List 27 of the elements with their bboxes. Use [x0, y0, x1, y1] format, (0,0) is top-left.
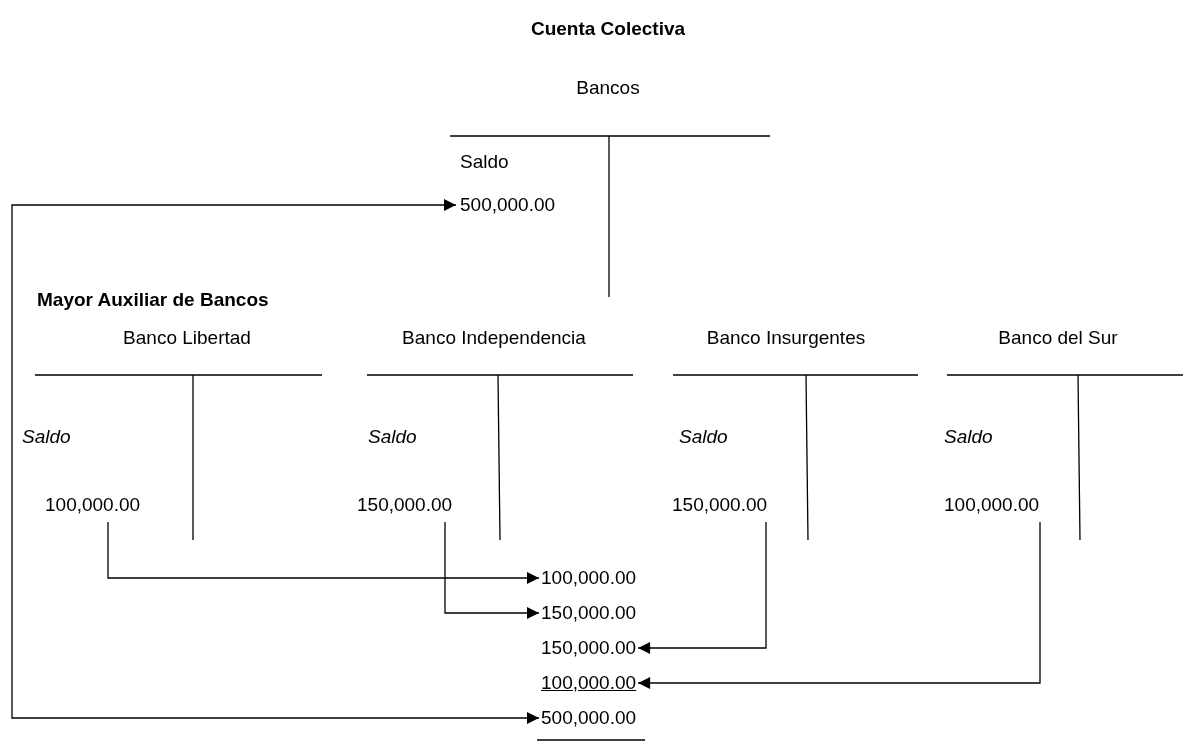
amount-text: 100,000.00 — [541, 672, 637, 694]
saldo-label: Saldo — [22, 426, 71, 448]
amount-text: 150,000.00 — [357, 494, 453, 516]
account-title: Banco del Sur — [998, 327, 1118, 349]
amount-text: 150,000.00 — [672, 494, 768, 516]
amount-text: 150,000.00 — [541, 602, 637, 624]
amount-text: 100,000.00 — [45, 494, 141, 516]
arrow — [637, 521, 767, 654]
saldo-label: Saldo — [460, 151, 509, 173]
amount-text: 150,000.00 — [541, 637, 637, 659]
amount-text: 100,000.00 — [541, 567, 637, 589]
account-title: Bancos — [576, 77, 640, 99]
amount-text: 500,000.00 — [460, 194, 556, 216]
section-heading: Mayor Auxiliar de Bancos — [37, 289, 269, 311]
arrow — [11, 199, 540, 724]
arrow — [444, 521, 540, 619]
amount-text: 500,000.00 — [541, 707, 637, 729]
saldo-label: Saldo — [944, 426, 993, 448]
title: Cuenta Colectiva — [530, 18, 686, 40]
saldo-label: Saldo — [368, 426, 417, 448]
arrow — [107, 521, 540, 584]
saldo-label: Saldo — [679, 426, 728, 448]
arrow — [637, 521, 1041, 689]
amount-text: 100,000.00 — [944, 494, 1040, 516]
account-title: Banco Independencia — [402, 327, 586, 349]
account-title: Banco Insurgentes — [706, 327, 866, 349]
account-title: Banco Libertad — [123, 327, 251, 349]
